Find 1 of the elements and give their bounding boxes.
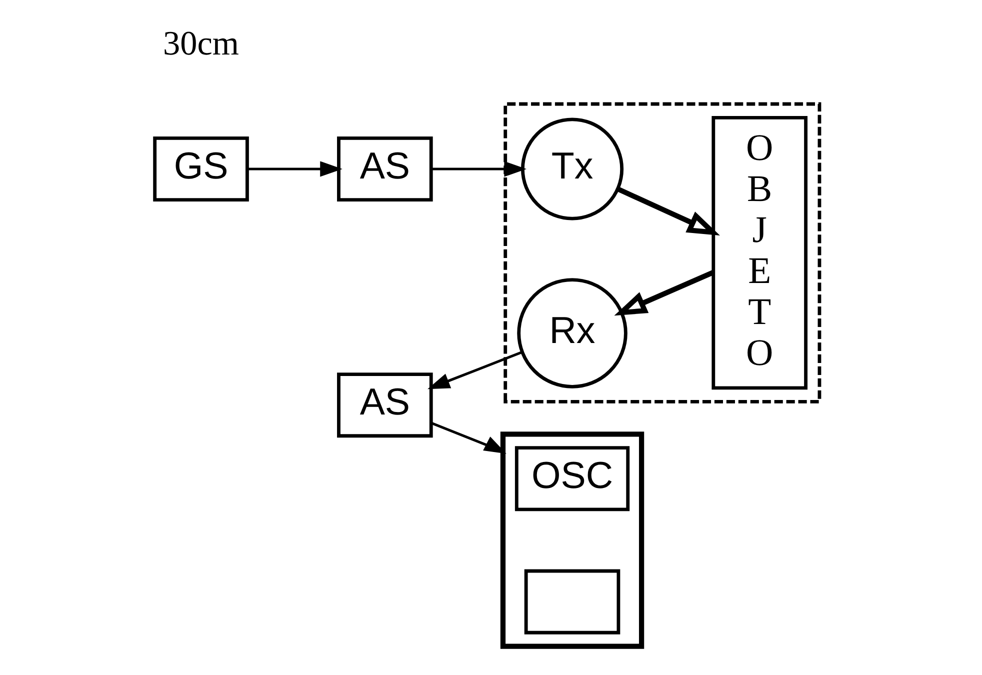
label: 30cm xyxy=(163,25,240,62)
